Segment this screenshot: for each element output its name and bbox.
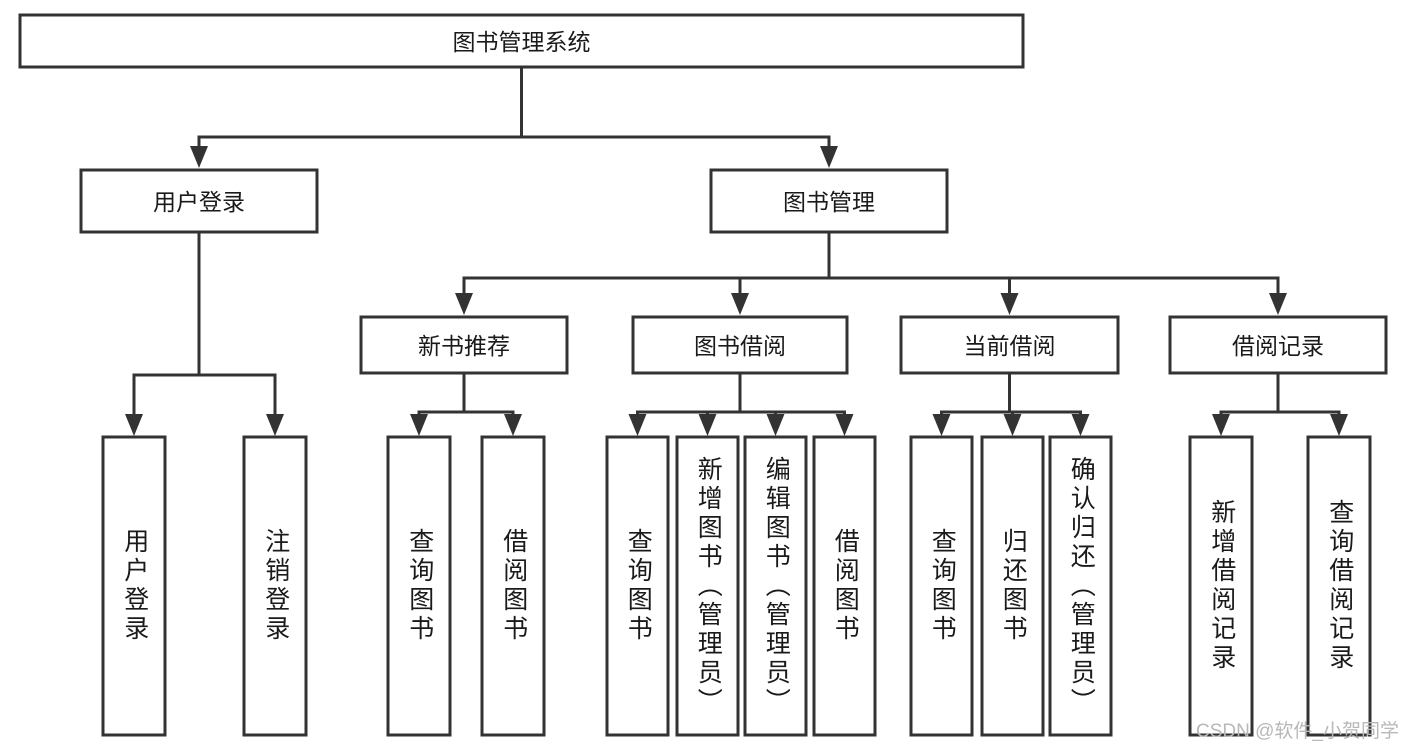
leaf-node-box-leaf-query-book-cur[interactable] — [909, 435, 974, 737]
leaf-node-box-leaf-edit-book[interactable] — [743, 435, 808, 737]
level3-node-box-current-borrow[interactable] — [899, 315, 1120, 375]
level2-node-box-user-login[interactable] — [79, 168, 319, 234]
level3-node-box-book-borrow[interactable] — [631, 315, 849, 375]
arrow-head-icon-book-manage — [820, 146, 838, 168]
leaf-node-box-leaf-borrow-book-rec[interactable] — [480, 435, 546, 737]
leaf-node-box-leaf-query-book-rec[interactable] — [386, 435, 452, 737]
arrow-head-icon-leaf-add-book — [698, 414, 717, 436]
arrow-head-icon-new-book-recommend — [455, 293, 473, 315]
root-node-label: 图书管理系统 — [453, 29, 591, 55]
level2-node-label-book-manage: 图书管理 — [783, 189, 875, 215]
arrow-head-icon-leaf-return-book — [1003, 414, 1022, 436]
leaf-node-box-leaf-logout-login[interactable] — [242, 435, 308, 737]
arrow-head-icon-leaf-query-book-cur — [932, 414, 951, 436]
leaf-node-box-leaf-query-borrow-record[interactable] — [1306, 435, 1372, 737]
arrow-head-icon-leaf-query-book-rec — [410, 414, 428, 436]
arrow-head-icon-current-borrow — [1000, 293, 1019, 315]
arrow-head-icon-leaf-borrow-book-rec — [504, 414, 522, 436]
leaf-node-box-leaf-user-login[interactable] — [101, 435, 167, 737]
leaf-node-box-leaf-confirm-return[interactable] — [1048, 435, 1113, 737]
arrow-head-icon-leaf-query-borrow-record — [1330, 414, 1348, 436]
connectors-group — [125, 65, 1348, 436]
arrow-head-icon-leaf-user-login — [125, 414, 143, 436]
level3-node-label-new-book-recommend: 新书推荐 — [418, 333, 510, 359]
level2-node-label-user-login: 用户登录 — [153, 189, 245, 215]
level3-node-label-book-borrow: 图书借阅 — [694, 333, 786, 359]
level3-node-label-borrow-record: 借阅记录 — [1232, 333, 1324, 359]
level3-node-label-current-borrow: 当前借阅 — [964, 333, 1056, 359]
arrow-head-icon-leaf-add-borrow-record — [1212, 414, 1230, 436]
watermark-text: CSDN @软件_小贺同学 — [1196, 721, 1399, 742]
arrow-head-icon-leaf-edit-book — [766, 414, 785, 436]
node-boxes-group — [18, 13, 1388, 737]
level2-node-box-book-manage[interactable] — [709, 168, 949, 234]
level3-node-box-borrow-record[interactable] — [1168, 315, 1388, 375]
root-node-box[interactable] — [18, 13, 1025, 69]
leaf-node-box-leaf-add-book[interactable] — [675, 435, 740, 737]
arrow-head-icon-leaf-confirm-return — [1071, 414, 1090, 436]
leaf-node-box-leaf-borrow-book-brw[interactable] — [812, 435, 877, 737]
level3-node-box-new-book-recommend[interactable] — [359, 315, 569, 375]
arrow-head-icon-leaf-query-book-brw — [628, 414, 647, 436]
arrow-head-icon-book-borrow — [731, 293, 749, 315]
arrow-head-icon-leaf-borrow-book-brw — [835, 414, 854, 436]
leaf-node-box-leaf-add-borrow-record[interactable] — [1188, 435, 1254, 737]
leaf-node-box-leaf-return-book[interactable] — [980, 435, 1045, 737]
arrow-head-icon-leaf-logout-login — [266, 414, 284, 436]
arrow-head-icon-user-login — [190, 146, 208, 168]
arrow-head-icon-borrow-record — [1269, 293, 1287, 315]
leaf-node-box-leaf-query-book-brw[interactable] — [605, 435, 670, 737]
